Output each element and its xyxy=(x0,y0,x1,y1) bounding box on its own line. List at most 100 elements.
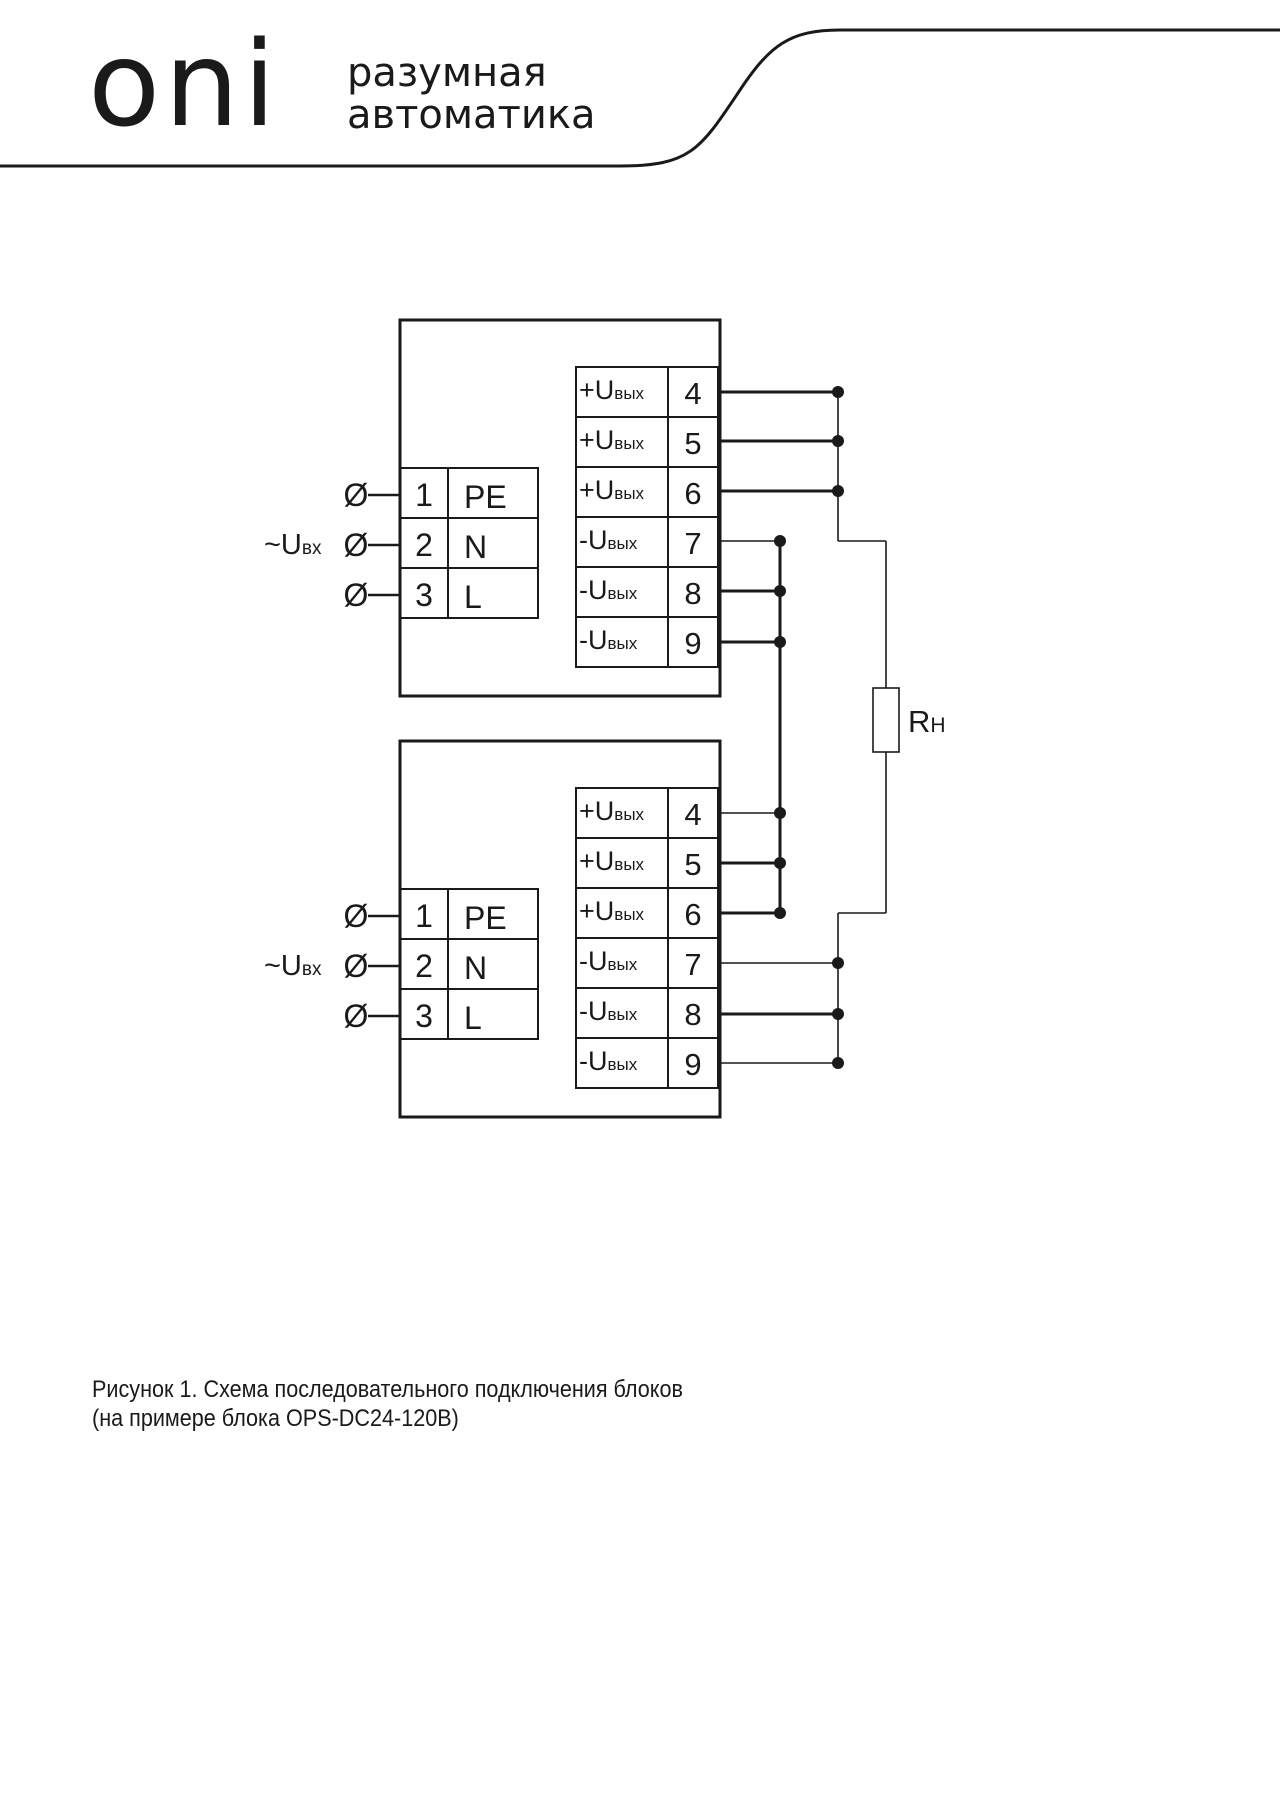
output-terminal-label: -Uвых xyxy=(579,946,638,976)
output-terminal-label: +Uвых xyxy=(579,425,645,455)
output-terminal-sign: -U xyxy=(579,575,608,605)
output-terminal-label: -Uвых xyxy=(579,1046,638,1076)
output-terminal-label: +Uвых xyxy=(579,796,645,826)
output-terminal-number: 9 xyxy=(684,1047,701,1082)
output-terminal-label: -Uвых xyxy=(579,625,638,655)
output-terminal-sign: +U xyxy=(579,846,614,876)
output-terminal-label: +Uвых xyxy=(579,846,645,876)
output-terminal-sign: +U xyxy=(579,896,614,926)
input-terminal-number: 1 xyxy=(415,898,433,934)
output-terminal-label: -Uвых xyxy=(579,996,638,1026)
output-terminal-sub: вых xyxy=(614,484,644,503)
input-voltage-label-sub: вх xyxy=(302,959,322,980)
logo: oni xyxy=(88,15,280,153)
output-terminal-number: 7 xyxy=(684,947,701,982)
output-terminal-number: 8 xyxy=(684,997,701,1032)
caption-line-2: (на примере блока OPS-DC24-120B) xyxy=(92,1405,459,1432)
output-terminal-number: 6 xyxy=(684,476,701,511)
terminal-screw-icon: Ø xyxy=(344,577,369,613)
output-terminal-sign: -U xyxy=(579,946,608,976)
output-terminal-sign: +U xyxy=(579,425,614,455)
junction-dot xyxy=(774,907,786,919)
output-terminal-label: +Uвых xyxy=(579,475,645,505)
output-terminal-sub: вых xyxy=(614,855,644,874)
output-terminal-label: +Uвых xyxy=(579,896,645,926)
figure-caption: Рисунок 1. Схема последовательного подкл… xyxy=(92,1375,902,1433)
junction-dot xyxy=(774,535,786,547)
output-terminal-number: 4 xyxy=(684,797,701,832)
input-terminal-name: PE xyxy=(464,479,507,515)
output-terminal-number: 8 xyxy=(684,576,701,611)
output-terminal-sub: вых xyxy=(608,584,638,603)
output-terminal-sign: -U xyxy=(579,525,608,555)
input-voltage-label-main: ~U xyxy=(264,950,302,982)
output-terminal-label: -Uвых xyxy=(579,525,638,555)
tagline-line-2: автоматика xyxy=(347,92,596,138)
resistor-body xyxy=(872,687,900,753)
junction-dot xyxy=(832,386,844,398)
output-terminal-sign: -U xyxy=(579,625,608,655)
output-terminal-sign: +U xyxy=(579,475,614,505)
input-voltage-label-main: ~U xyxy=(264,529,302,561)
input-voltage-label: ~Uвх xyxy=(264,529,322,561)
junction-dot xyxy=(832,485,844,497)
terminal-screw-icon: Ø xyxy=(344,527,369,563)
terminal-screw-icon: Ø xyxy=(344,898,369,934)
input-terminal-number: 3 xyxy=(415,577,433,613)
output-terminal-sub: вых xyxy=(608,955,638,974)
header: oni разумная автоматика xyxy=(0,15,1280,168)
output-terminal-number: 9 xyxy=(684,626,701,661)
junction-dot xyxy=(832,957,844,969)
junction-dot xyxy=(774,585,786,597)
caption-line-1: Рисунок 1. Схема последовательного подкл… xyxy=(92,1376,683,1403)
header-curve-line xyxy=(0,28,1280,168)
output-terminal-number: 4 xyxy=(684,376,701,411)
input-terminal-number: 2 xyxy=(415,527,433,563)
input-terminal-name: PE xyxy=(464,900,507,936)
input-terminal-block xyxy=(399,888,539,1040)
load-resistor: RН xyxy=(872,687,946,753)
terminal-screw-icon: Ø xyxy=(344,948,369,984)
junction-dot xyxy=(774,807,786,819)
input-voltage-label: ~Uвх xyxy=(264,950,322,982)
output-terminal-sub: вых xyxy=(614,434,644,453)
output-terminal-sub: вых xyxy=(608,1005,638,1024)
input-terminal-number: 1 xyxy=(415,477,433,513)
input-terminal-name: L xyxy=(464,579,482,615)
tagline-line-1: разумная xyxy=(347,50,547,96)
output-terminal-number: 7 xyxy=(684,526,701,561)
resistor-label-sub: Н xyxy=(930,714,945,737)
output-terminal-number: 6 xyxy=(684,897,701,932)
junction-dot xyxy=(774,857,786,869)
terminal-screw-icon: Ø xyxy=(344,998,369,1034)
output-terminal-sub: вых xyxy=(608,634,638,653)
resistor-label: RН xyxy=(908,704,946,739)
input-terminal-name: N xyxy=(464,529,487,565)
output-terminal-sub: вых xyxy=(614,805,644,824)
output-terminal-sub: вых xyxy=(608,1055,638,1074)
output-terminal-sign: +U xyxy=(579,375,614,405)
input-terminal-number: 2 xyxy=(415,948,433,984)
input-terminal-name: L xyxy=(464,1000,482,1036)
output-terminal-sub: вых xyxy=(608,534,638,553)
junction-dot xyxy=(832,435,844,447)
output-terminal-sign: -U xyxy=(579,996,608,1026)
input-terminal-name: N xyxy=(464,950,487,986)
output-terminal-sign: +U xyxy=(579,796,614,826)
output-terminal-number: 5 xyxy=(684,847,701,882)
junction-dot xyxy=(832,1008,844,1020)
output-terminal-label: +Uвых xyxy=(579,375,645,405)
output-terminal-sign: -U xyxy=(579,1046,608,1076)
junction-dot xyxy=(832,1057,844,1069)
output-terminal-sub: вых xyxy=(614,905,644,924)
output-terminal-label: -Uвых xyxy=(579,575,638,605)
output-terminal-sub: вых xyxy=(614,384,644,403)
junction-dot xyxy=(774,636,786,648)
resistor-label-main: R xyxy=(908,704,930,739)
wiring xyxy=(718,390,887,1064)
input-voltage-label-sub: вх xyxy=(302,538,322,559)
junctions xyxy=(774,386,844,1069)
